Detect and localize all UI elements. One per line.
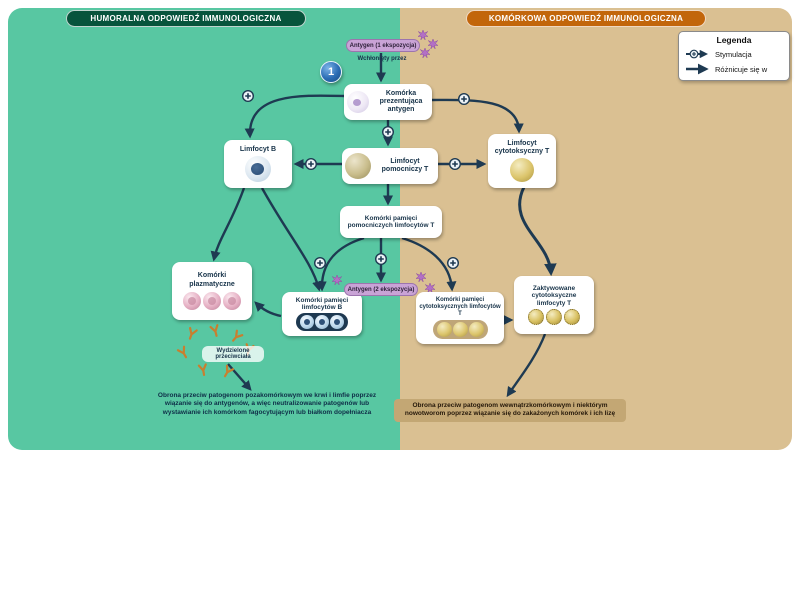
node-apc-label: Komórka prezentująca antygen bbox=[379, 89, 423, 114]
humoral-caption: Obrona przeciw patogenom pozakomórkowym … bbox=[157, 392, 377, 416]
activated-cytotoxic-cells-icons bbox=[528, 309, 580, 326]
node-memory-cytotoxic-t: Komórki pamięci cytotoksycznych limfocyt… bbox=[416, 292, 504, 344]
arrow-layer bbox=[176, 29, 557, 398]
arrow-memory-helper-to-memory-cytotoxic bbox=[401, 236, 457, 292]
legend: Legenda Stymulacja Różnicuje się w bbox=[678, 31, 790, 81]
node-helper-t: Limfocyt pomocniczy T bbox=[342, 148, 438, 184]
helper-t-cell-icon bbox=[345, 153, 371, 179]
activated-cytotoxic-cell-icon bbox=[564, 309, 580, 326]
antigen2-badge: Antygen (2 ekspozycja) bbox=[344, 283, 418, 296]
node-cytotoxic-t-label: Limfocyt cytotoksyczny T bbox=[494, 139, 550, 155]
plasma-cells-icons bbox=[183, 291, 241, 310]
arrow-memory-b-to-plasma bbox=[254, 301, 282, 318]
memory-b-cell-icon bbox=[315, 315, 329, 330]
memory-b-cell-icon bbox=[330, 315, 344, 330]
node-b-lymphocyte: Limfocyt B bbox=[224, 140, 292, 188]
activated-cytotoxic-cell-icon bbox=[546, 309, 562, 326]
node-memory-cytotoxic-label: Komórki pamięci cytotoksycznych limfocyt… bbox=[419, 297, 501, 317]
differentiation-arrow-icon bbox=[686, 63, 709, 75]
node-activated-cytotoxic-label: Zaktywowane cytotoksyczne limfocyty T bbox=[531, 284, 577, 307]
legend-label-stimulation: Stymulacja bbox=[715, 49, 752, 59]
memory-cytotoxic-cells-icons bbox=[432, 319, 488, 339]
plasma-cell-icon bbox=[183, 291, 201, 310]
node-plasma-label: Komórki plazmatyczne bbox=[189, 272, 235, 288]
memory-cytotoxic-cell-icon bbox=[436, 321, 452, 337]
arrow-apc-to-cytotoxic bbox=[431, 98, 524, 134]
arrow-apc-to-bcell bbox=[244, 94, 345, 139]
node-cytotoxic-t: Limfocyt cytotoksyczny T bbox=[488, 134, 556, 188]
cytotoxic-t-cell-icon bbox=[510, 158, 534, 183]
legend-label-differentiation: Różnicuje się w bbox=[715, 64, 768, 74]
node-plasma-cells: Komórki plazmatyczne bbox=[172, 262, 252, 320]
arrow-activated-to-caption bbox=[506, 333, 547, 398]
node-activated-cytotoxic-t: Zaktywowane cytotoksyczne limfocyty T bbox=[514, 276, 594, 334]
arrow-bcell-to-memory-b bbox=[260, 187, 322, 292]
arrow-cytotoxic-to-activated bbox=[518, 186, 557, 277]
cellular-panel bbox=[400, 8, 792, 450]
memory-cytotoxic-cell-icon bbox=[452, 321, 468, 337]
node-memory-b-cells: Komórki pamięci limfocytów B bbox=[282, 292, 362, 336]
b-cell-icon bbox=[245, 156, 271, 183]
arrow-memory-helper-to-memory-b bbox=[316, 236, 365, 292]
node-apc: Komórka prezentująca antygen bbox=[344, 84, 432, 120]
legend-item-stimulation: Stymulacja bbox=[685, 48, 783, 60]
node-memory-helper-t: Komórki pamięci pomocniczych limfocytów … bbox=[340, 206, 442, 238]
legend-item-differentiation: Różnicuje się w bbox=[685, 63, 783, 75]
memory-cytotoxic-cell-icon bbox=[468, 321, 484, 337]
legend-title: Legenda bbox=[716, 35, 752, 45]
node-memory-helper-t-label: Komórki pamięci pomocniczych limfocytów … bbox=[347, 214, 435, 229]
arrow-antibodies-to-caption bbox=[227, 363, 252, 391]
step-1-marker: 1 bbox=[320, 61, 342, 83]
node-helper-t-label: Limfocyt pomocniczy T bbox=[381, 157, 429, 173]
memory-b-cells-icons bbox=[296, 313, 348, 332]
antibodies-label: Wydzielone przeciwciała bbox=[202, 346, 264, 362]
cellular-caption: Obrona przeciw patogenom wewnątrzkomórko… bbox=[394, 399, 626, 422]
stimulation-arrow-icon bbox=[686, 49, 709, 59]
arrow-bcell-to-plasma bbox=[210, 187, 246, 262]
node-b-label: Limfocyt B bbox=[239, 145, 277, 153]
antigen1-badge: Antygen (1 ekspozycja) bbox=[346, 39, 420, 52]
humoral-header: HUMORALNA ODPOWIEDŹ IMMUNOLOGICZNA bbox=[66, 10, 306, 27]
node-memory-b-label: Komórki pamięci limfocytów B bbox=[295, 296, 349, 311]
absorbed-by-label: Wchłonięty przez bbox=[357, 56, 407, 62]
plasma-cell-icon bbox=[223, 291, 241, 310]
activated-cytotoxic-cell-icon bbox=[528, 309, 544, 326]
memory-b-cell-icon bbox=[300, 315, 314, 330]
plasma-cell-icon bbox=[203, 291, 221, 310]
apc-cell-icon bbox=[347, 91, 369, 113]
cellular-header: KOMÓRKOWA ODPOWIEDŹ IMMUNOLOGICZNA bbox=[466, 10, 706, 27]
